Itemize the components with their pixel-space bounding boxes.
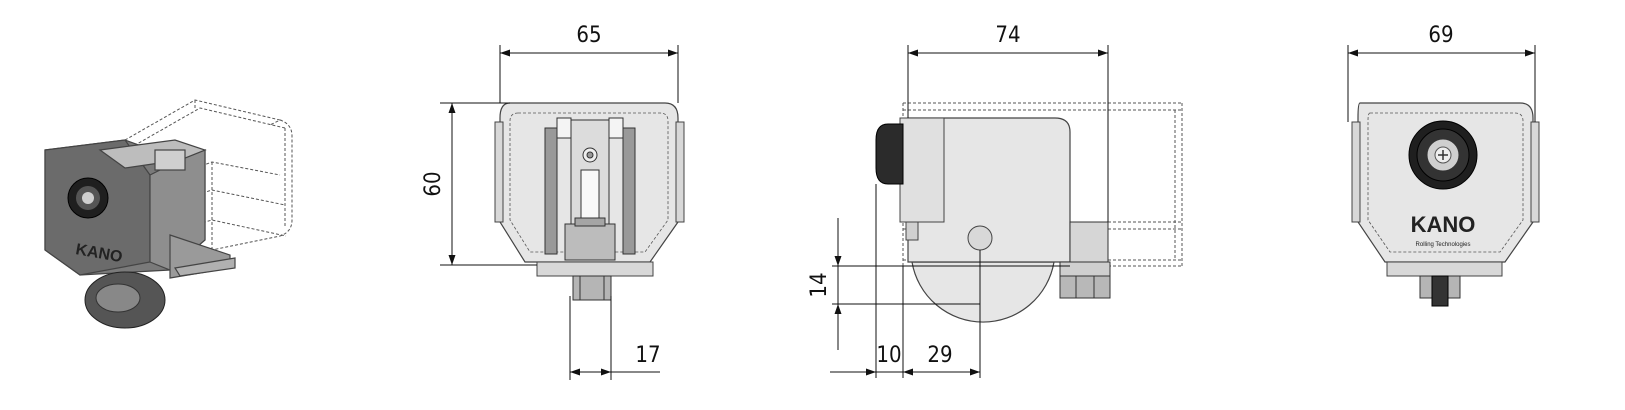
rear-wheel-core xyxy=(1431,275,1449,307)
rear-side-plate-right xyxy=(1530,121,1540,223)
iso-roller xyxy=(67,177,109,219)
dim-front-height: 60 xyxy=(421,102,537,266)
side-hole xyxy=(967,225,993,251)
front-view: 65 60 17 xyxy=(421,23,685,380)
svg-text:KANO: KANO xyxy=(1411,212,1476,237)
rear-body-inner xyxy=(1367,112,1524,253)
dim-side-bottom: 10 29 xyxy=(830,184,981,378)
svg-text:65: 65 xyxy=(576,23,601,48)
rear-side-plate-left xyxy=(1351,121,1361,223)
front-body-inner xyxy=(509,112,669,253)
svg-text:29: 29 xyxy=(927,343,952,368)
svg-text:69: 69 xyxy=(1428,23,1453,48)
dim-side-offset: 14 xyxy=(807,218,1070,350)
isometric-view: KANO xyxy=(44,99,293,329)
front-base-plate xyxy=(536,261,654,277)
dim-front-shaft: 17 xyxy=(569,296,661,380)
front-shaft-nut xyxy=(572,275,612,301)
svg-text:60: 60 xyxy=(421,171,446,196)
rear-view: KANO Rolling Technologies 69 xyxy=(1347,23,1540,307)
dim-rear-width: 69 xyxy=(1347,23,1536,122)
svg-text:74: 74 xyxy=(995,23,1020,48)
side-roller xyxy=(875,123,904,185)
side-lower-plate xyxy=(905,221,919,241)
rear-roller xyxy=(1408,120,1478,190)
svg-text:17: 17 xyxy=(635,343,660,368)
side-shaft-nut xyxy=(1059,221,1111,299)
svg-text:10: 10 xyxy=(876,343,901,368)
side-wheel xyxy=(911,261,1055,323)
dim-front-width: 65 xyxy=(499,23,679,103)
iso-wheel xyxy=(84,271,166,329)
rear-base-plate xyxy=(1386,261,1503,277)
front-side-plate-left xyxy=(494,121,504,223)
side-body xyxy=(907,117,1071,263)
side-view: 74 14 10 29 xyxy=(807,23,1183,378)
side-front-plate xyxy=(899,117,945,223)
front-fork xyxy=(544,117,636,261)
dim-side-length: 74 xyxy=(907,23,1109,222)
rear-logo: KANO Rolling Technologies xyxy=(1411,212,1476,248)
iso-body xyxy=(44,139,236,279)
svg-text:14: 14 xyxy=(807,272,832,297)
front-side-plate-right xyxy=(675,121,685,223)
svg-text:Rolling Technologies: Rolling Technologies xyxy=(1416,242,1471,248)
